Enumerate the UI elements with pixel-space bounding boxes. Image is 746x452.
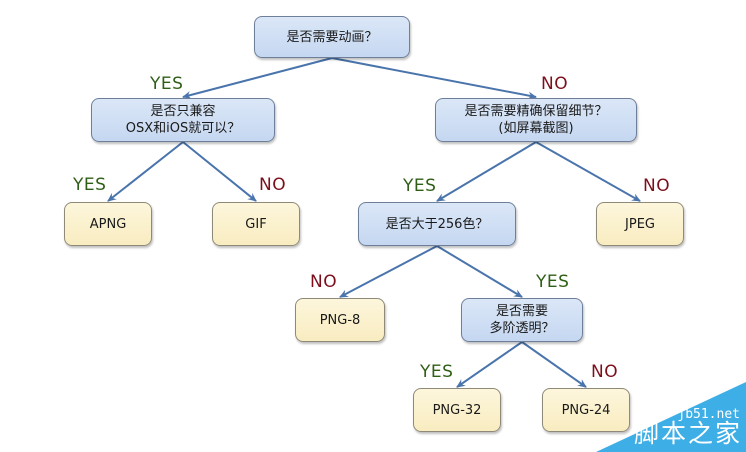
node-apng: APNG [64,202,152,246]
watermark: jb51.net 脚本之家 [596,382,746,452]
node-gif: GIF [212,202,300,246]
arrow-alpha-to-png32 [456,341,523,388]
node-label: 是否需要精确保留细节？ (如屏幕截图) [464,104,608,136]
node-label: 是否需要动画？ [286,29,378,45]
node-label: PNG-32 [432,402,482,418]
node-label: 是否需要 多阶透明？ [489,304,555,336]
node-label: GIF [245,216,267,232]
arrow-alpha-to-png24 [521,341,587,388]
node-more-than-256-colors: 是否大于256色？ [358,202,516,246]
node-jpeg: JPEG [596,202,684,246]
edge-label-no: NO [643,176,671,196]
node-preserve-detail: 是否需要精确保留细节？ (如屏幕截图) [435,98,637,142]
arrow-detail-to-colors [436,141,537,202]
edge-label-no: NO [541,74,569,94]
watermark-triangle [596,382,746,452]
node-label: APNG [89,216,127,232]
edge-label-no: NO [591,362,619,382]
arrow-colors-to-png8 [339,245,438,298]
edge-label-yes: YES [403,176,437,196]
watermark-name: 脚本之家 [633,419,742,448]
arrow-root-to-detail [331,57,537,100]
edge-label-yes: YES [150,74,184,94]
node-label: 是否只兼容 OSX和iOS就可以？ [125,104,241,136]
edge-label-yes: YES [73,175,107,195]
arrow-colors-to-alpha [436,245,523,298]
node-label: 是否大于256色？ [385,216,489,232]
edge-label-no: NO [259,175,287,195]
edge-label-yes: YES [420,362,454,382]
node-osx-ios-only: 是否只兼容 OSX和iOS就可以？ [91,98,275,142]
arrow-ios_only-to-apng [107,141,184,202]
node-need-animation: 是否需要动画？ [254,16,410,58]
arrow-detail-to-jpeg [535,141,641,202]
watermark-domain: jb51.net [677,407,740,422]
node-png-32: PNG-32 [413,388,501,432]
node-label: JPEG [625,216,655,232]
edge-label-yes: YES [536,272,570,292]
edge-label-no: NO [310,272,338,292]
arrow-root-to-ios_only [182,57,333,99]
node-label: PNG-8 [319,312,361,328]
arrow-ios_only-to-gif [182,141,257,202]
node-need-alpha: 是否需要 多阶透明？ [461,298,583,342]
node-png-8: PNG-8 [295,298,385,342]
